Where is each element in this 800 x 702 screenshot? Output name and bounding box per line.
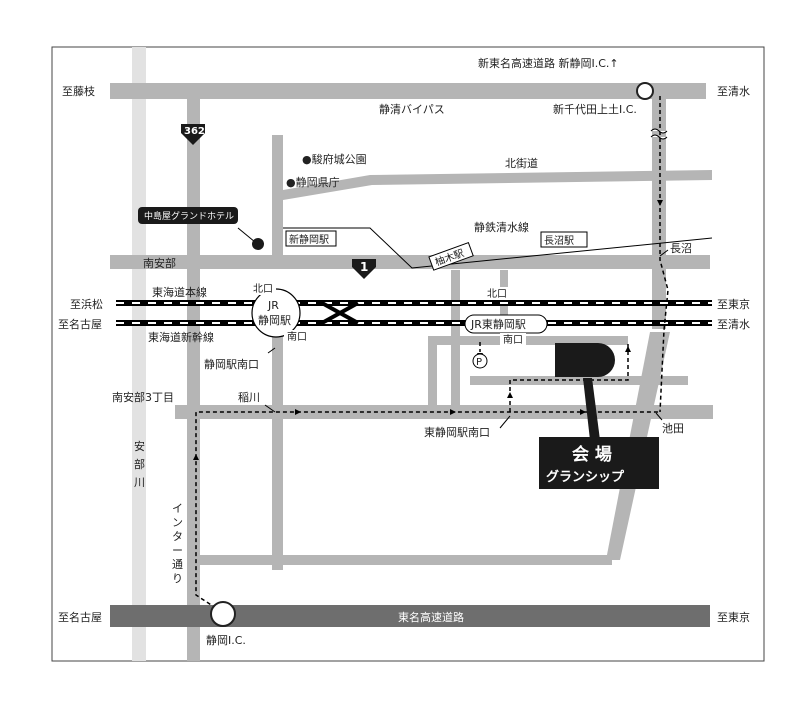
- route362-shield: [181, 124, 205, 145]
- label-minamiguchi-higashi: 南口: [503, 333, 523, 346]
- label-to-hamamatsu: 至浜松: [70, 297, 103, 311]
- label-abe-river-1: 安: [134, 439, 145, 453]
- break-mark: [650, 128, 668, 140]
- label-parking: P: [476, 357, 482, 368]
- hotel-pointer: [237, 227, 256, 243]
- label-jr: JR: [267, 299, 279, 312]
- label-shizuoka-ic: 静岡I.C.: [206, 633, 246, 647]
- road-v-428: [428, 340, 437, 410]
- kitaguchi-box-higashi: [484, 287, 510, 300]
- route-shinchiyoda: [659, 96, 669, 413]
- label-minamiguchi-jr: 南口: [287, 330, 307, 343]
- road-north-vertical: [272, 135, 283, 265]
- label-venue: 会 場: [572, 444, 612, 465]
- thin-lines: [237, 227, 713, 429]
- rail-crossing: [321, 301, 359, 325]
- label-pref-office: ●静岡県庁: [286, 175, 340, 189]
- hotel-callout: [138, 207, 238, 224]
- label-abe-river-2: 部: [134, 457, 145, 471]
- seishin-bypass-road: [110, 83, 706, 99]
- venue-building: [555, 343, 615, 377]
- label-route362: 362: [184, 126, 205, 137]
- label-kitaguchi-higashi: 北口: [487, 288, 507, 300]
- tokaido-shinkansen: [116, 320, 712, 326]
- label-seishin-bypass: 静清バイパス: [379, 102, 445, 116]
- label-shintomei: 新東名高速道路 新静岡I.C.↑: [478, 56, 619, 70]
- label-tokaido-shinkansen: 東海道新幹線: [148, 330, 214, 344]
- seitetsu-line: [283, 227, 713, 269]
- jr-shizuoka-station-marker: [251, 288, 301, 338]
- label-route1: 1: [360, 260, 368, 274]
- road-362: [187, 99, 200, 661]
- tokaido-main-line: [116, 300, 712, 306]
- label-higashi-minamiguchi: 東静岡駅南口: [424, 425, 490, 439]
- shinchiyoda-ic-marker: [636, 82, 654, 100]
- hotel-marker: [252, 238, 264, 250]
- label-naganuma-st: 長沼駅: [544, 234, 574, 247]
- tomei-expressway: [110, 605, 710, 627]
- label-inagawa: 稲川: [238, 391, 260, 404]
- label-inter-road-4: ー: [172, 544, 183, 557]
- label-to-tokyo-mid: 至東京: [717, 297, 750, 311]
- label-tokaido-line: 東海道本線: [152, 285, 207, 299]
- parking-icon: [472, 353, 488, 369]
- label-to-shimizu-mid: 至清水: [717, 318, 750, 331]
- label-inter-road-5: 通: [172, 558, 183, 571]
- label-shinshizuoka-st: 新静岡駅: [289, 233, 329, 246]
- road-lower-vertical: [272, 330, 283, 570]
- naganuma-pointer: [659, 249, 669, 257]
- minamiguchi-box-jr: [284, 330, 310, 343]
- label-shizuoka-st: 静岡駅: [258, 313, 291, 327]
- label-inter-road-3: タ: [172, 530, 183, 543]
- label-to-nagoya-mid: 至名古屋: [58, 317, 102, 331]
- label-to-tokyo-bottom: 至東京: [717, 610, 750, 624]
- shizuoka-ic-marker: [210, 601, 236, 627]
- label-shizuoka-minamiguchi: 静岡駅南口: [204, 357, 259, 371]
- label-ikeda: 池田: [662, 422, 684, 435]
- label-jr-higashi-shizuoka: JR東静岡駅: [470, 317, 526, 331]
- shinshizuoka-station-box: [285, 230, 337, 247]
- label-seitetsu-line: 静鉄清水線: [474, 220, 529, 234]
- road-h-340: [428, 336, 628, 345]
- inagawa-pointer: [264, 404, 276, 413]
- venue-callout: [539, 437, 659, 489]
- label-kitaguchi-jr: 北口: [253, 283, 273, 295]
- label-kitakaido: 北街道: [505, 156, 538, 170]
- label-minamiabe: 南安部: [143, 256, 176, 270]
- kitakaido-road: [283, 170, 712, 200]
- higashi-minamiguchi-pointer: [499, 415, 511, 429]
- label-naganuma: 長沼: [670, 241, 692, 255]
- label-to-shimizu-top: 至清水: [717, 85, 750, 98]
- route-from-ic: [195, 411, 660, 613]
- bottom-road: [192, 555, 612, 565]
- shizuoka-minamiguchi-pointer: [267, 347, 276, 354]
- route1-shield: [352, 259, 376, 279]
- label-abe-river-3: 川: [134, 476, 145, 489]
- kitaguchi-box-jr: [250, 282, 276, 295]
- ikeda-pointer: [655, 412, 663, 421]
- label-sunpu-park: ●駿府城公園: [302, 152, 367, 166]
- naganuma-station-box: [540, 231, 588, 248]
- label-inter-road-1: イ: [172, 502, 183, 515]
- label-shinchiyoda: 新千代田上土I.C.: [553, 102, 637, 116]
- label-minamiabe3: 南安部3丁目: [112, 390, 174, 404]
- label-tomei: 東名高速道路: [398, 610, 464, 624]
- yuzunoki-station-box: [428, 241, 474, 271]
- minamiguchi-box-higashi: [500, 333, 526, 346]
- label-to-nagoya-bottom: 至名古屋: [58, 610, 102, 624]
- label-hotel: 中島屋グランドホテル: [144, 210, 234, 222]
- label-to-fujieda: 至藤枝: [62, 84, 95, 98]
- label-granship: グランシップ: [546, 469, 625, 485]
- route1-road: [110, 255, 710, 269]
- abe-river: [132, 47, 146, 661]
- label-inter-road-2: ン: [172, 516, 183, 529]
- map-labels: 新東名高速道路 新静岡I.C.↑ 至藤枝 至清水 静清バイパス 新千代田上土I.…: [58, 56, 750, 647]
- label-inter-road-6: り: [172, 572, 183, 585]
- east-vertical-road: [652, 99, 666, 329]
- venue-pointer: [583, 378, 600, 440]
